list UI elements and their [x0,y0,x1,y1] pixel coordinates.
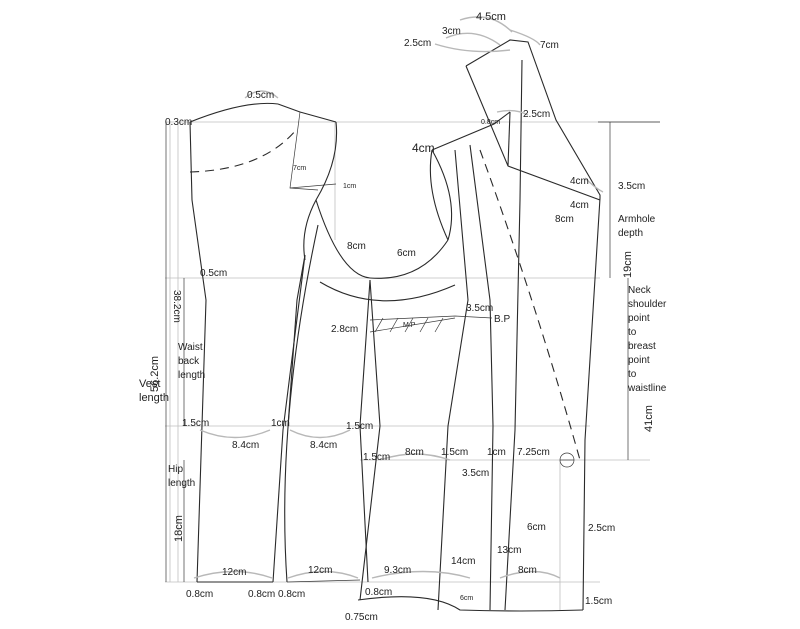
label-3cm: 3cm [442,26,461,37]
label-1cm-waist: 1cm [271,418,290,429]
label-0-8cm-hem-c: 0.8cm [278,589,305,600]
dimension-labels: 4.5cm 3cm 2.5cm 7cm 0.5cm 0.3cm 0.8cm 2.… [165,11,645,623]
label-waist-back-3: length [178,370,205,381]
label-8cm-armhole: 8cm [347,241,366,252]
label-armhole-depth: depth [618,228,643,239]
label-3-5cm-dart: 3.5cm [466,303,493,314]
label-neck: Neck [628,285,652,296]
label-0-3cm: 0.3cm [165,117,192,128]
label-7cm-back: 7cm [293,165,306,172]
label-0-8cm-hem-a: 0.8cm [186,589,213,600]
label-2-8cm-dart: 2.8cm [331,324,358,335]
back-piece [189,102,361,583]
label-0-5cm-neck: 0.5cm [247,90,274,101]
label-8-4cm-right: 8.4cm [310,440,337,451]
label-waistline: waistline [627,383,667,394]
label-0-75cm: 0.75cm [345,612,378,623]
label-0-5cm-chest: 0.5cm [200,268,227,279]
label-1cm-back: 1cm [343,183,356,190]
label-38-2cm: 38.2cm [171,290,182,323]
label-8cm-front: 8cm [555,214,574,225]
label-14cm: 14cm [451,556,475,567]
label-1-5cm-hip-left: 1.5cm [363,452,390,463]
label-12cm-right: 12cm [308,565,332,576]
label-hip: Hip [168,464,183,475]
label-8cm-hem: 8cm [518,565,537,576]
label-0-8cm-hem-d: 0.8cm [365,587,392,598]
label-hip-length: length [168,478,195,489]
descriptive-labels: 38.2cm Waist back length 56.2cm Vest len… [139,214,667,542]
label-breast: breast [628,341,656,352]
side-piece [315,149,456,601]
label-vest: Vest [139,378,160,390]
label-12cm-left: 12cm [222,567,246,578]
label-vest-length: length [139,392,169,404]
label-2-5cm-front: 2.5cm [523,109,550,120]
label-8cm-hip: 8cm [405,447,424,458]
label-1-5cm-waist-left: 1.5cm [182,418,209,429]
label-56-2cm: 56.2cm [149,356,161,392]
label-bp: B.P [494,314,510,325]
label-8-4cm-left: 8.4cm [232,440,259,451]
label-0-8cm-front: 0.8cm [481,119,500,126]
label-1-5cm-hip-mid: 1.5cm [441,447,468,458]
label-6cm-hem: 6cm [460,595,473,602]
label-4cm-front: 4cm [412,141,435,155]
label-waist-back-1: Waist [178,342,203,353]
label-to-1: to [628,327,637,338]
label-to-2: to [628,369,637,380]
label-1cm-hip: 1cm [487,447,506,458]
dimension-lines [165,121,660,582]
label-1-5cm-waist-mid: 1.5cm [346,421,373,432]
front-piece [357,39,601,612]
label-13cm: 13cm [497,545,521,556]
measurement-arcs [193,16,604,579]
label-shoulder: shoulder [628,299,667,310]
label-6cm-front: 6cm [527,522,546,533]
label-waist-back-2: back [178,356,200,367]
label-armhole: Armhole [618,214,656,225]
label-4cm-shoulder-b: 4cm [570,200,589,211]
label-6cm-armhole: 6cm [397,248,416,259]
label-point-1: point [628,313,650,324]
label-9-3cm: 9.3cm [384,565,411,576]
label-7-25cm: 7.25cm [517,447,550,458]
label-41cm: 41cm [643,405,655,432]
label-0-8cm-hem-b: 0.8cm [248,589,275,600]
label-point-2: point [628,355,650,366]
label-3-5cm-hip: 3.5cm [462,468,489,479]
label-19cm: 19cm [622,251,634,278]
label-2-5cm-front-b: 2.5cm [588,523,615,534]
label-1-5cm-hem: 1.5cm [585,596,612,607]
label-18cm: 18cm [173,515,185,542]
label-4-5cm: 4.5cm [476,11,506,23]
label-mp: M.P [403,322,416,329]
label-4cm-shoulder-a: 4cm [570,176,589,187]
label-2-5cm-top: 2.5cm [404,38,431,49]
label-3-5cm-shoulder: 3.5cm [618,181,645,192]
label-7cm-top: 7cm [540,40,559,51]
